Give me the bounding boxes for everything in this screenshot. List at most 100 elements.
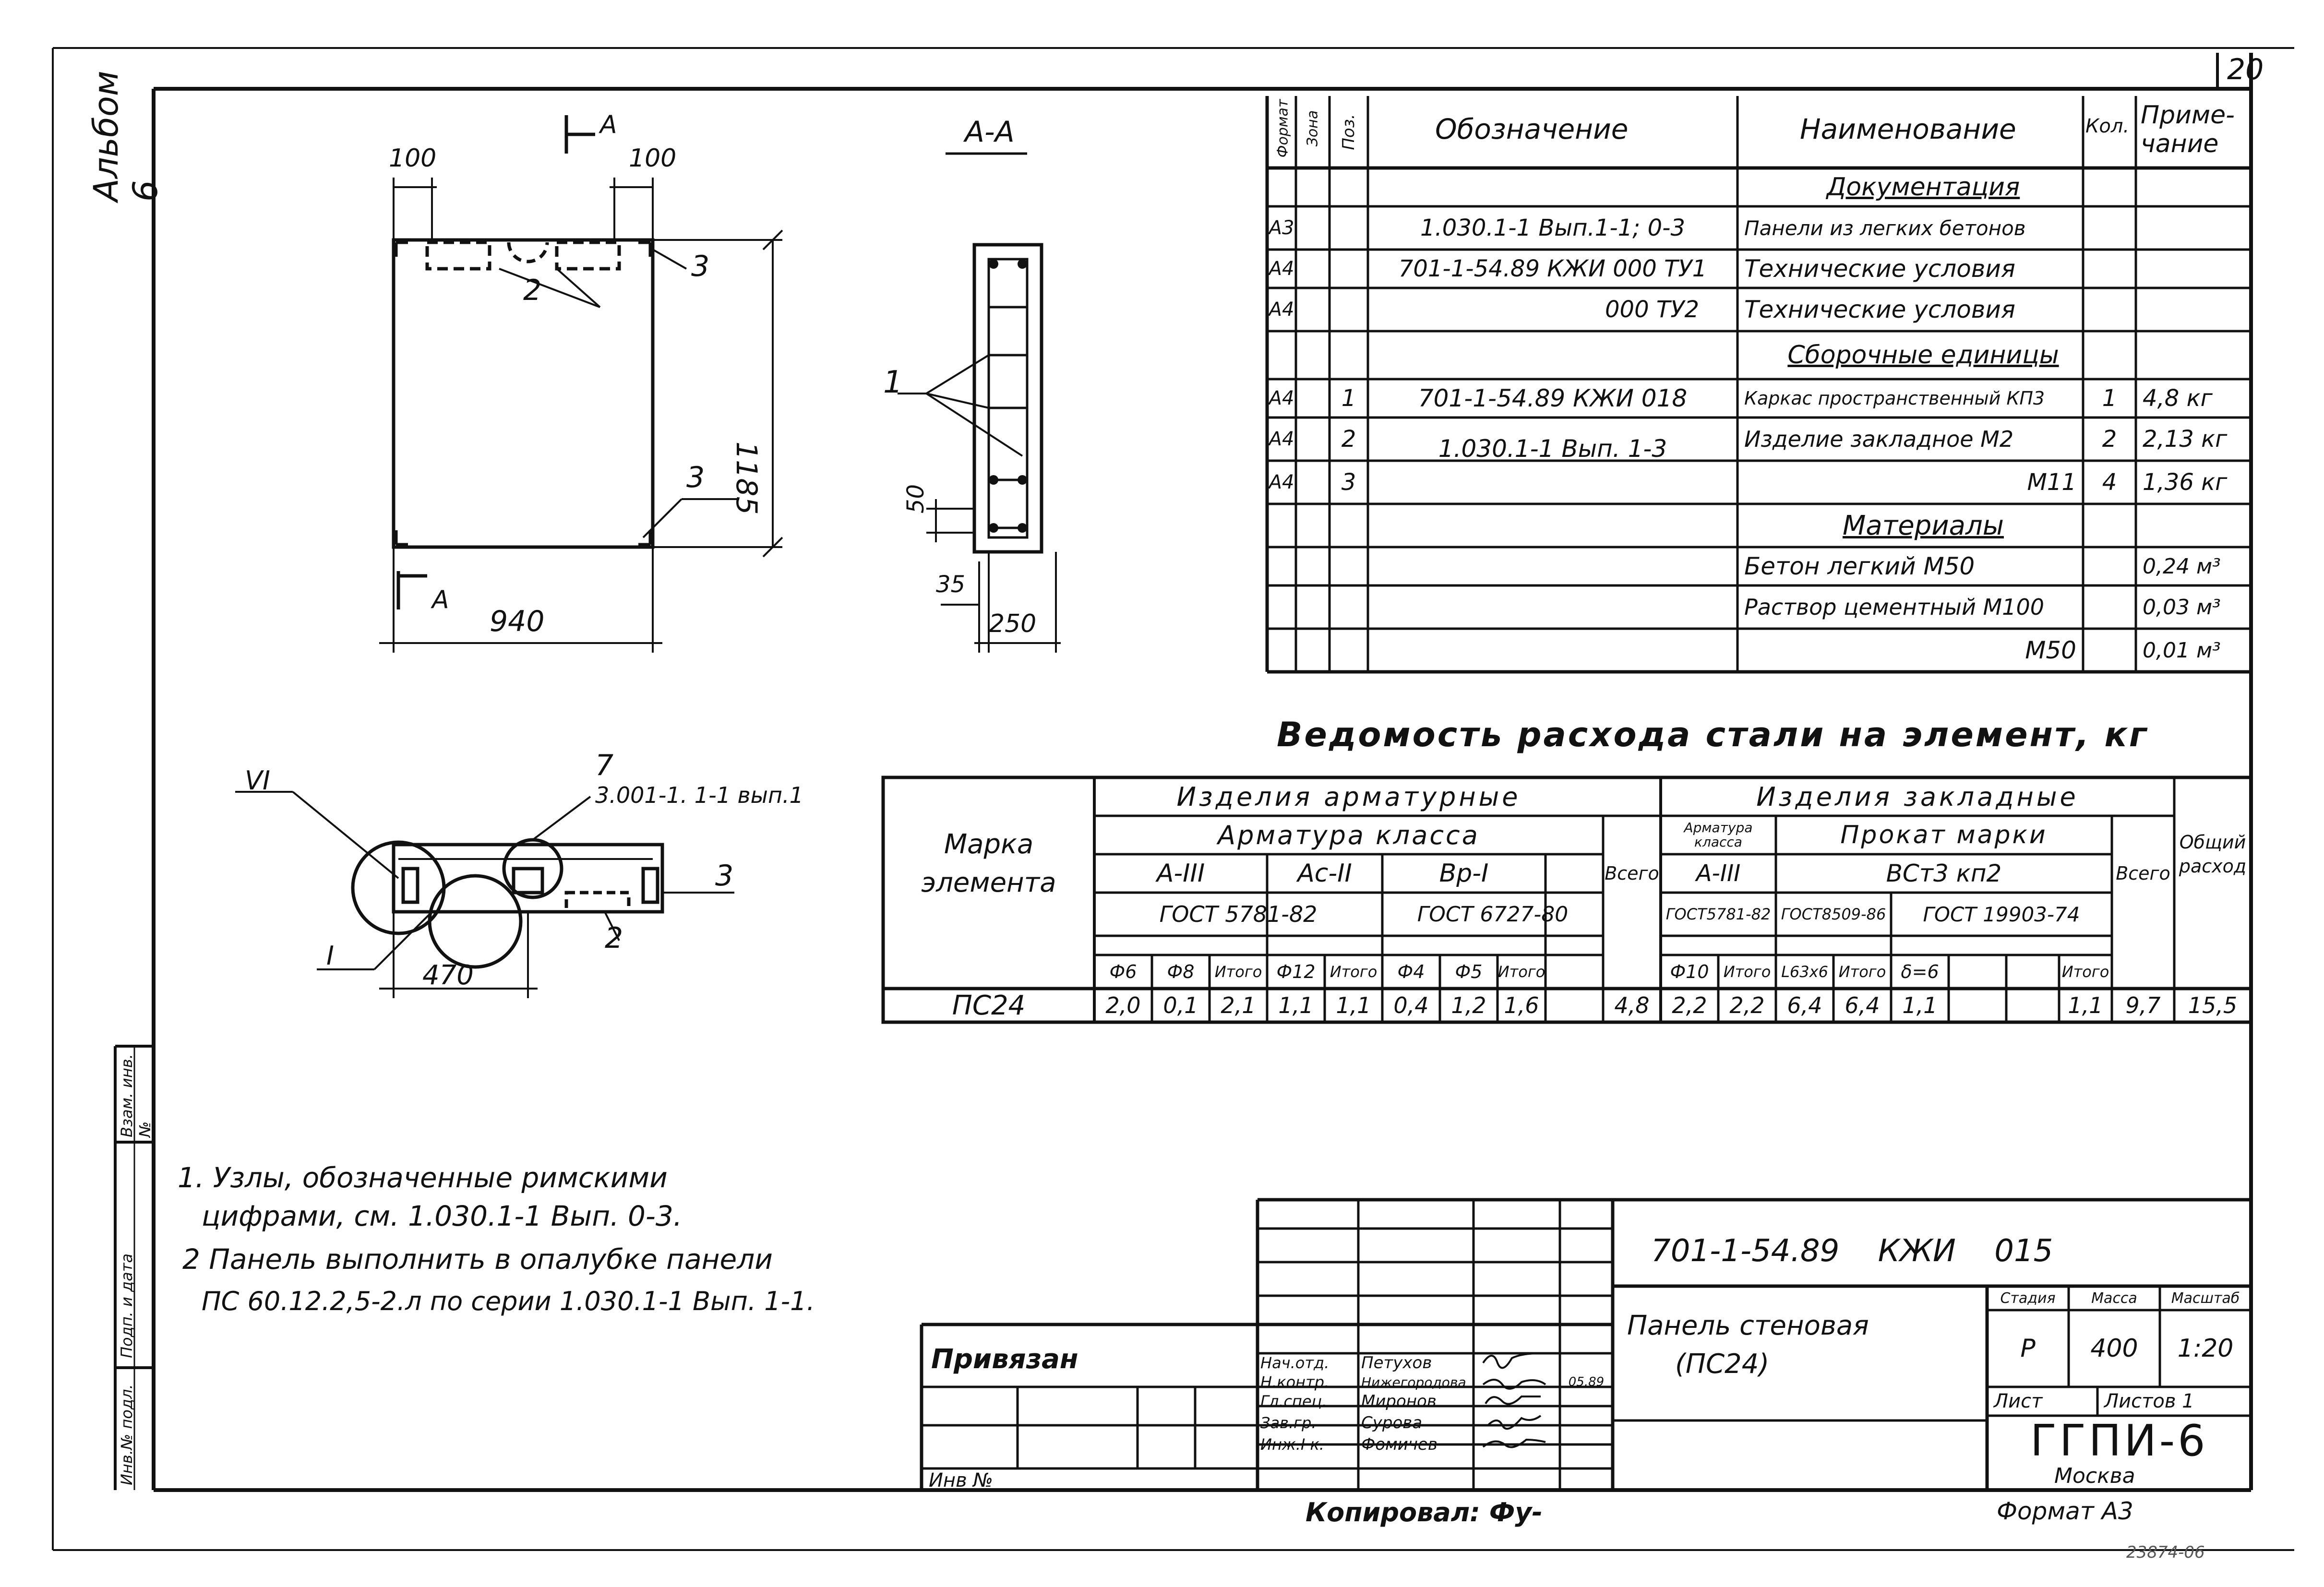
steel-value: 2,1	[1221, 992, 1256, 1018]
spec-row-format: А4	[1269, 387, 1294, 409]
spec-row-designation: 1.030.1-1 Вып.1-1; 0-3	[1420, 215, 1686, 241]
spec-row-format: А4	[1269, 428, 1294, 450]
steel-value: 2,0	[1105, 992, 1141, 1018]
spec-header-pos: Поз.	[1339, 114, 1358, 150]
spec-row-designation: 1.030.1-1 Вып. 1-3	[1438, 435, 1667, 463]
role-name: Фомичев	[1361, 1435, 1438, 1454]
spec-row-qty: 1	[2102, 385, 2117, 412]
steel-h-total: Всего	[1605, 863, 1659, 884]
section-mark-bottom: А	[432, 585, 449, 614]
spec-row-designation: 000 ТУ2	[1605, 296, 1699, 323]
pos-2-bottom-label: 2	[605, 921, 623, 955]
album-label: Альбом 6	[86, 71, 165, 202]
format-label: Формат А3	[1997, 1497, 2133, 1525]
pos-3-top-label: 3	[691, 250, 710, 283]
spec-row-qty: 4	[2102, 469, 2117, 496]
org-city: Москва	[2054, 1464, 2135, 1488]
dim-250: 250	[989, 609, 1037, 638]
steel-col-header: Ф4	[1397, 961, 1425, 982]
sheet-header: Лист	[1994, 1390, 2043, 1412]
spec-row-name: Изделие закладное М2	[1744, 426, 2014, 452]
spec-row-designation: 701-1-54.89 КЖИ 018	[1418, 384, 1688, 412]
role-label: Зав.гр.	[1260, 1414, 1317, 1432]
spec-header-zone: Зона	[1304, 110, 1321, 147]
steel-h-overall: Общий расход	[2179, 832, 2247, 877]
steel-value: 1,1	[1278, 992, 1314, 1018]
pos-7-label: 7	[595, 749, 614, 782]
pos-1-label: 1	[883, 365, 903, 400]
dim-50: 50	[902, 484, 929, 513]
note-line: 2 Панель выполнить в опалубке панели	[182, 1243, 773, 1276]
steel-h-bp1: Вр-I	[1439, 859, 1489, 888]
steel-value: 1,2	[1451, 992, 1486, 1018]
spec-section-materials: Материалы	[1843, 510, 2004, 541]
steel-table-title: Ведомость расхода стали на элемент, кг	[1277, 715, 2149, 754]
spec-row-name: Бетон легкий М50	[1744, 552, 1975, 580]
copied-by: Копировал: Фу-	[1306, 1497, 1543, 1527]
scale-header: Масштаб	[2171, 1289, 2240, 1307]
steel-col-header: Итого	[1214, 963, 1262, 981]
dim-470: 470	[422, 960, 474, 991]
spec-row-note: 1,36 кг	[2143, 469, 2228, 496]
steel-col-header: Ф5	[1455, 961, 1483, 982]
role-label: Гл.спец.	[1260, 1392, 1327, 1410]
spec-section-documents: Документация	[1826, 173, 2020, 202]
steel-h-a3: А-III	[1156, 859, 1205, 888]
spec-section-assemblies: Сборочные единицы	[1787, 341, 2059, 370]
steel-value: 1,1	[2068, 992, 2103, 1018]
signatures	[1482, 1352, 1546, 1448]
pos-2-label: 2	[523, 274, 542, 307]
steel-col-header: L63х6	[1781, 963, 1828, 981]
steel-value: 15,5	[2188, 992, 2238, 1018]
dim-100-right: 100	[629, 144, 677, 173]
steel-value: 1,1	[1336, 992, 1371, 1018]
steel-col-header: Итого	[1723, 963, 1771, 981]
panel-front-view	[379, 115, 783, 653]
role-name: Нижегородова	[1361, 1374, 1466, 1390]
steel-h-gost6727: ГОСТ 6727-80	[1417, 902, 1569, 927]
steel-h-rebar-class-2: Арматура класса	[1684, 820, 1753, 850]
steel-h-gost19903: ГОСТ 19903-74	[1923, 902, 2080, 926]
steel-col-header: Ф6	[1109, 961, 1137, 982]
steel-col-header: δ=6	[1901, 961, 1939, 982]
steel-col-header: Ф12	[1276, 961, 1316, 982]
spec-row-pos: 1	[1341, 385, 1356, 412]
steel-col-header: Ф10	[1670, 961, 1709, 982]
steel-value: 6,4	[1787, 992, 1822, 1018]
spec-header-qty: Кол.	[2085, 115, 2130, 137]
steel-value: 4,8	[1614, 992, 1650, 1018]
dim-100-left: 100	[389, 144, 437, 173]
steel-value: 0,4	[1393, 992, 1429, 1018]
side-stamp-inv-orig: Инв.№ подл.	[118, 1384, 136, 1485]
steel-col-header: Ф8	[1167, 961, 1195, 982]
side-stamp-sign-date: Подп. и дата	[118, 1253, 136, 1358]
org-name: ГГПИ-6	[2030, 1416, 2208, 1466]
steel-h-mark: Марка элемента	[921, 829, 1056, 898]
steel-h-gost5781-embedded: ГОСТ5781-82	[1665, 905, 1771, 923]
sheet-number: 20	[2227, 53, 2264, 86]
steel-h-total-embedded: Всего	[2116, 863, 2170, 884]
stage-value: Р	[2020, 1334, 2036, 1363]
section-a-a-view	[898, 152, 1061, 653]
steel-value: 1,1	[1902, 992, 1938, 1018]
spec-row-name: М50	[2025, 636, 2076, 664]
steel-h-rebar-class: Арматура класса	[1218, 820, 1480, 850]
steel-h-steel-grade: ВСт3 кп2	[1886, 859, 2002, 887]
role-name: Миронов	[1361, 1392, 1437, 1411]
mass-header: Масса	[2091, 1289, 2137, 1307]
spec-row-name: Каркас пространственный КП3	[1744, 388, 2045, 409]
scale-value: 1:20	[2177, 1334, 2234, 1363]
steel-h-a3-embedded: А-III	[1696, 860, 1741, 887]
steel-h-rolled: Прокат марки	[1840, 821, 2048, 849]
steel-col-header: Итого	[2061, 963, 2109, 981]
spec-row-note: 2,13 кг	[2143, 426, 2228, 453]
steel-table-grid	[881, 776, 2253, 1024]
steel-col-header: Итого	[1497, 963, 1545, 981]
steel-value: 2,2	[1672, 992, 1707, 1018]
doc-code: 701-1-54.89 КЖИ 015	[1651, 1233, 2053, 1269]
dim-35: 35	[936, 571, 966, 598]
spec-row-note: 4,8 кг	[2143, 385, 2213, 412]
dim-940: 940	[490, 605, 545, 638]
spec-row-designation: 701-1-54.89 КЖИ 000 ТУ1	[1398, 255, 1707, 282]
